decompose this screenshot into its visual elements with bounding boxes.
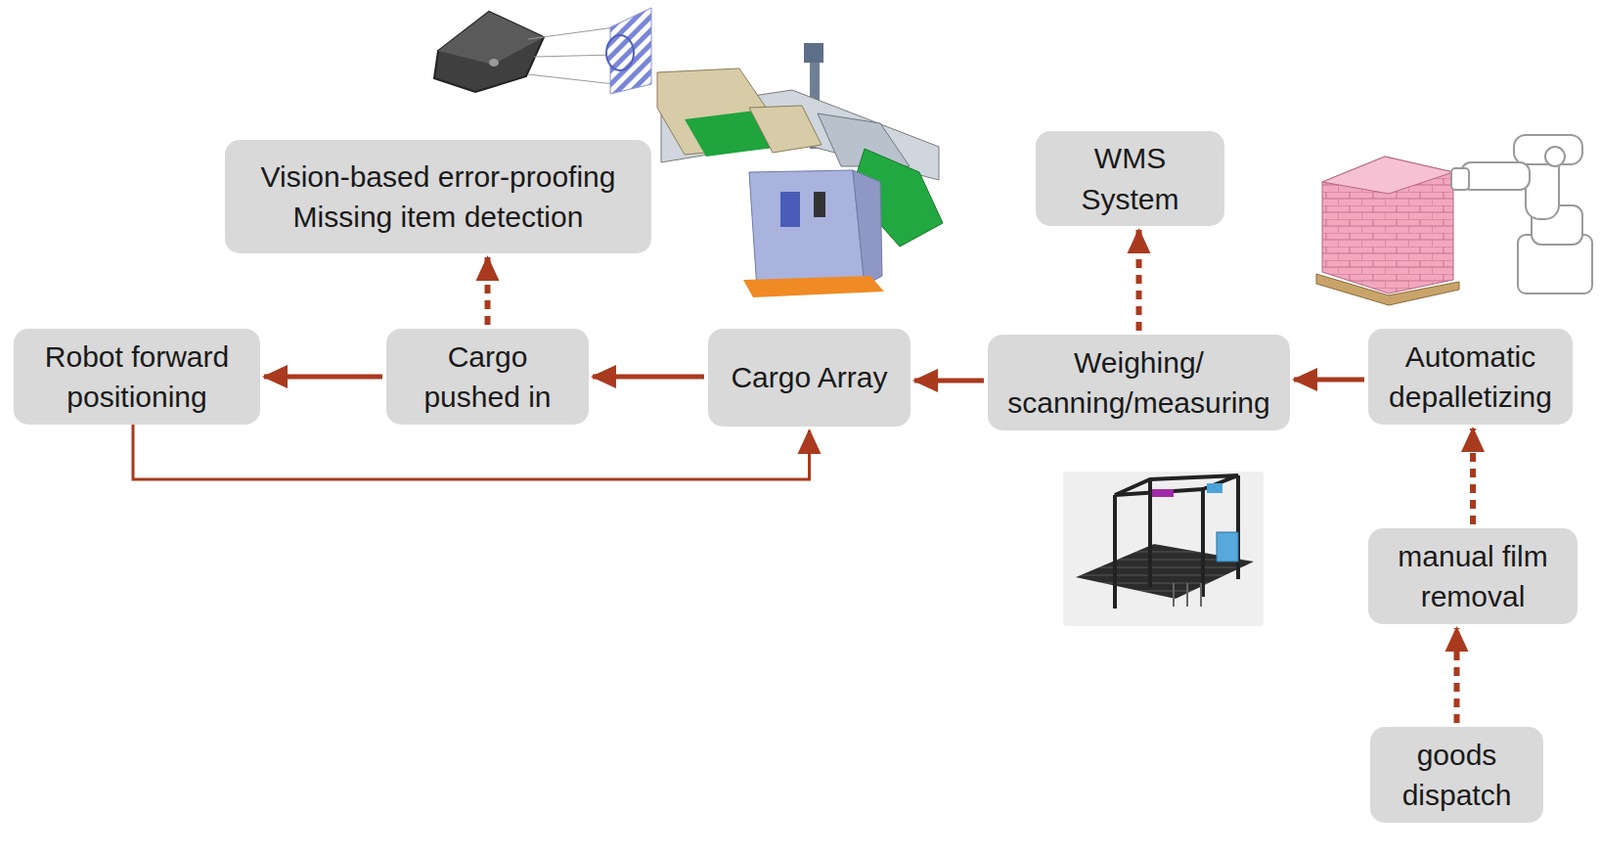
- process-box: Vision-based error-proofing Missing item…: [224, 139, 652, 254]
- vision-sensor: [434, 7, 652, 94]
- box-label: Cargo Array: [730, 356, 888, 398]
- box-label: WMS System: [1045, 137, 1215, 220]
- flow-arrow: [264, 374, 383, 380]
- flow-arrow: [1136, 229, 1143, 331]
- scanning-frame: [1063, 471, 1264, 626]
- flow-arrow: [485, 257, 491, 325]
- pallet-load: [1316, 156, 1460, 306]
- box-label: Cargo pushed in: [396, 336, 579, 418]
- box-label: Robot forward positioning: [23, 336, 251, 418]
- box-label: Weighing/ scanning/measuring: [997, 342, 1281, 424]
- box-label: goods dispatch: [1379, 734, 1534, 816]
- flow-arrow: [133, 424, 810, 480]
- flow-arrow: [592, 374, 705, 380]
- process-box: manual film removal: [1368, 528, 1578, 624]
- box-label: manual film removal: [1377, 535, 1568, 618]
- process-box: Robot forward positioning: [13, 328, 261, 425]
- robot-arm: [1451, 134, 1593, 294]
- process-box: Automatic depalletizing: [1368, 328, 1573, 425]
- process-box: Weighing/ scanning/measuring: [987, 334, 1290, 431]
- loading-machine: [657, 43, 943, 298]
- flow-arrow: [1293, 377, 1365, 383]
- process-box: goods dispatch: [1370, 726, 1544, 823]
- process-box: Cargo pushed in: [386, 328, 589, 425]
- box-label: Vision-based error-proofing Missing item…: [234, 156, 642, 238]
- flow-arrow: [1469, 428, 1476, 525]
- flow-arrow: [914, 378, 984, 384]
- process-box: Cargo Array: [708, 328, 911, 427]
- box-label: Automatic depalletizing: [1377, 336, 1563, 418]
- flow-arrow: [1454, 627, 1461, 723]
- process-box: WMS System: [1035, 131, 1225, 226]
